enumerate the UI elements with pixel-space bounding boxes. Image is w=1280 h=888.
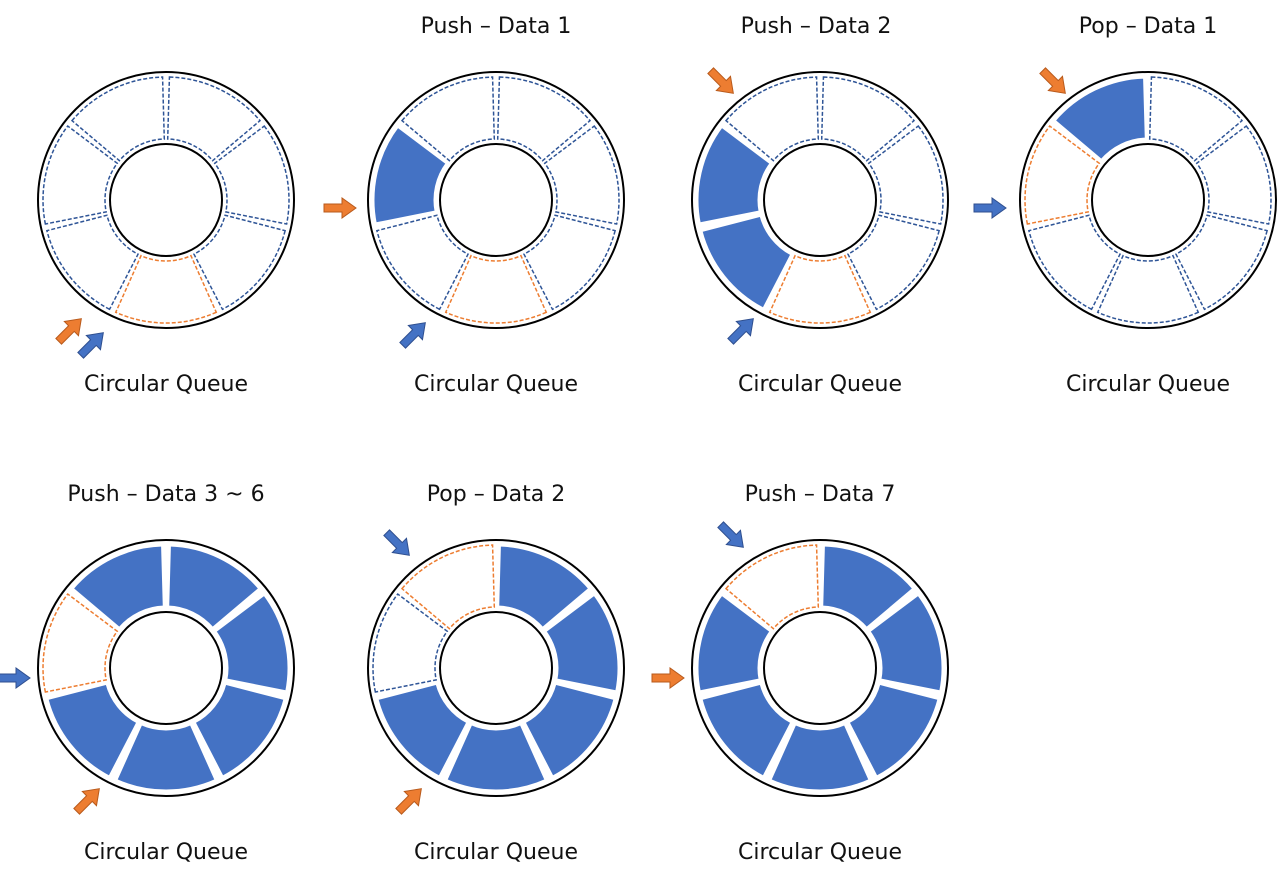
queue-slot-filled: [443, 721, 549, 793]
queue-slot-empty-blue: [820, 76, 916, 162]
panel-title: Pop – Data 2: [426, 482, 566, 507]
queue-slot-filled: [542, 591, 621, 694]
queue-slot-empty-orange: [1024, 124, 1101, 225]
circular-queue-ring: [1019, 71, 1277, 329]
panel-caption: Circular Queue: [1066, 372, 1230, 397]
outer-ring: [691, 71, 949, 329]
panel-title: Push – Data 3 ~ 6: [67, 482, 265, 507]
circular-queue-ring: [37, 71, 295, 329]
circular-queue-ring: [37, 539, 295, 797]
queue-slot-empty-orange: [768, 254, 872, 324]
inner-ring: [109, 143, 223, 257]
panel-caption: Circular Queue: [84, 840, 248, 865]
outer-ring: [367, 539, 625, 797]
panel-title: Push – Data 2: [740, 14, 892, 39]
queue-slot-filled: [375, 681, 471, 780]
queue-slot-filled: [699, 213, 795, 312]
front-pointer-arrow-icon: [973, 197, 1007, 219]
queue-slot-empty-blue: [867, 124, 944, 225]
panel-caption: Circular Queue: [414, 372, 578, 397]
circular-queue-ring: [367, 71, 625, 329]
panel-title: Push – Data 7: [744, 482, 896, 507]
queue-slot-filled: [820, 543, 917, 631]
rear-pointer-arrow-icon: [1039, 67, 1066, 94]
queue-slot-empty-orange: [42, 592, 119, 693]
panel-title: Pop – Data 1: [1078, 14, 1218, 39]
queue-slot-filled: [866, 591, 945, 694]
queue-slot-filled: [191, 681, 287, 780]
rear-pointer-arrow-icon: [323, 197, 357, 219]
front-pointer-arrow-icon: [727, 318, 754, 345]
queue-slot-empty-blue: [1195, 124, 1272, 225]
queue-slot-filled: [212, 591, 291, 694]
rear-pointer-arrow-icon: [707, 67, 734, 94]
queue-slot-empty-blue: [400, 76, 496, 162]
queue-slot-filled: [845, 681, 941, 780]
front-pointer-arrow-icon: [717, 521, 744, 548]
queue-slot-empty-orange: [724, 544, 820, 630]
queue-slot-empty-blue: [1174, 214, 1269, 311]
queue-slot-filled: [69, 543, 166, 631]
queue-slot-empty-orange: [400, 544, 496, 630]
panel-caption: Circular Queue: [84, 372, 248, 397]
queue-slot-empty-blue: [846, 214, 941, 311]
rear-pointer-arrow-icon: [55, 318, 82, 345]
outer-ring: [1019, 71, 1277, 329]
queue-slot-filled: [113, 721, 219, 793]
outer-ring: [37, 71, 295, 329]
queue-slot-filled: [45, 681, 141, 780]
queue-slot-filled: [371, 123, 450, 226]
queue-slot-empty-blue: [496, 76, 592, 162]
circular-queue-ring: [691, 539, 949, 797]
queue-slot-empty-blue: [1027, 214, 1122, 311]
queue-slot-filled: [496, 543, 593, 631]
queue-slot-filled: [1051, 75, 1148, 163]
queue-slot-empty-orange: [114, 254, 218, 324]
queue-slot-empty-blue: [372, 592, 449, 693]
rear-pointer-arrow-icon: [651, 667, 685, 689]
queue-slot-empty-blue: [45, 214, 140, 311]
outer-ring: [691, 539, 949, 797]
panel-caption: Circular Queue: [414, 840, 578, 865]
front-pointer-arrow-icon: [399, 322, 426, 349]
panel-caption: Circular Queue: [738, 840, 902, 865]
front-pointer-arrow-icon: [77, 332, 104, 359]
rear-pointer-arrow-icon: [73, 788, 100, 815]
queue-slot-filled: [166, 543, 263, 631]
circular-queue-ring: [367, 539, 625, 797]
inner-ring: [763, 611, 877, 725]
inner-ring: [763, 143, 877, 257]
inner-ring: [109, 611, 223, 725]
panel-caption: Circular Queue: [738, 372, 902, 397]
outer-ring: [367, 71, 625, 329]
queue-slot-filled: [695, 591, 774, 694]
queue-slot-filled: [767, 721, 873, 793]
queue-slot-filled: [521, 681, 617, 780]
queue-slot-empty-blue: [192, 214, 287, 311]
queue-slot-empty-blue: [543, 124, 620, 225]
queue-slot-empty-blue: [522, 214, 617, 311]
front-pointer-arrow-icon: [0, 667, 31, 689]
queue-slot-empty-blue: [375, 214, 470, 311]
queue-slot-empty-blue: [70, 76, 166, 162]
inner-ring: [439, 611, 553, 725]
rear-pointer-arrow-icon: [395, 788, 422, 815]
queue-slot-empty-blue: [213, 124, 290, 225]
inner-ring: [1091, 143, 1205, 257]
queue-slot-empty-blue: [42, 124, 119, 225]
panel-title: Push – Data 1: [420, 14, 572, 39]
outer-ring: [37, 539, 295, 797]
queue-slot-empty-blue: [1148, 76, 1244, 162]
queue-slot-filled: [699, 681, 795, 780]
front-pointer-arrow-icon: [383, 529, 410, 556]
queue-slot-empty-orange: [444, 254, 548, 324]
circular-queue-ring: [691, 71, 949, 329]
queue-slot-filled: [695, 123, 774, 226]
queue-slot-empty-blue: [1096, 254, 1200, 324]
inner-ring: [439, 143, 553, 257]
queue-slot-empty-blue: [724, 76, 820, 162]
queue-slot-empty-blue: [166, 76, 262, 162]
